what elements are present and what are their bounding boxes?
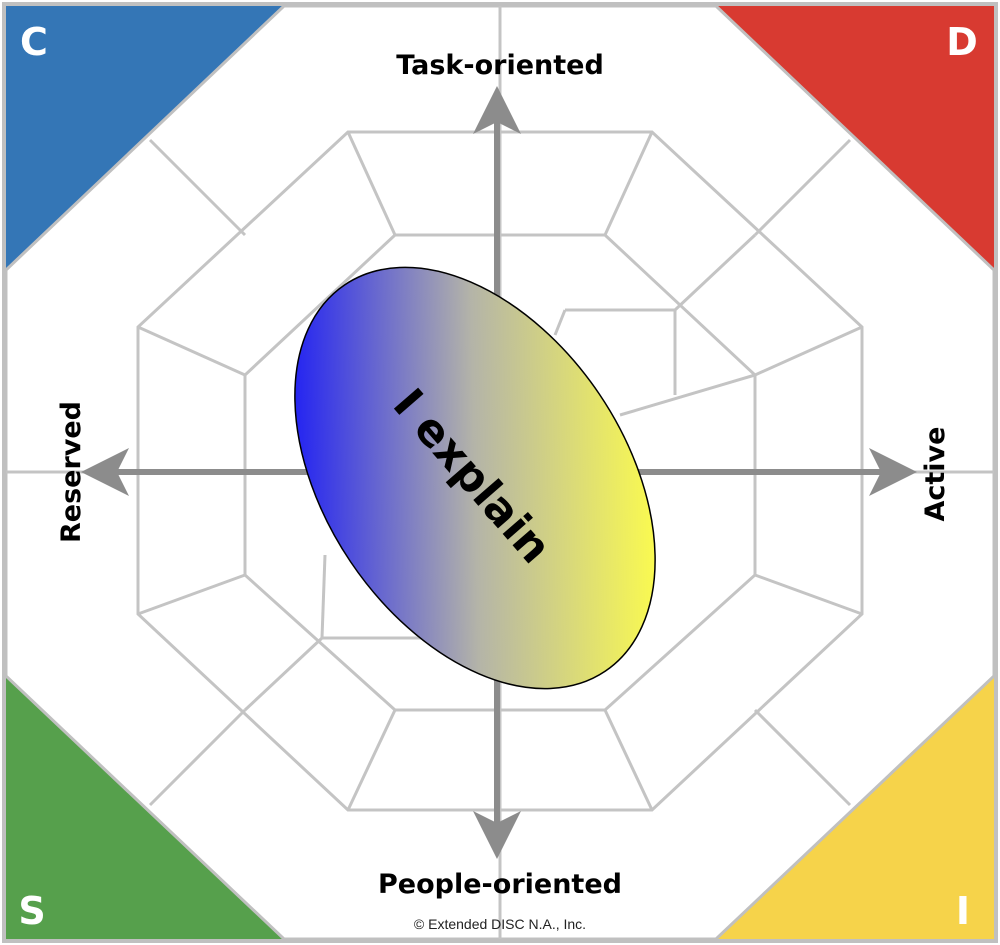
axis-label-top: Task-oriented: [396, 50, 604, 81]
axis-label-bottom: People-oriented: [378, 869, 622, 900]
corner-letter-c: C: [20, 20, 48, 64]
corner-letter-i: I: [956, 889, 970, 933]
outer-octagon: [4, 4, 996, 941]
corner-letter-d: D: [946, 20, 978, 64]
profile-ellipse: [294, 266, 656, 690]
axis-label-right: Active: [920, 427, 951, 522]
axis-label-left: Reserved: [56, 401, 87, 543]
copyright-text: © Extended DISC N.A., Inc.: [414, 916, 586, 932]
corner-letter-s: S: [18, 889, 45, 933]
